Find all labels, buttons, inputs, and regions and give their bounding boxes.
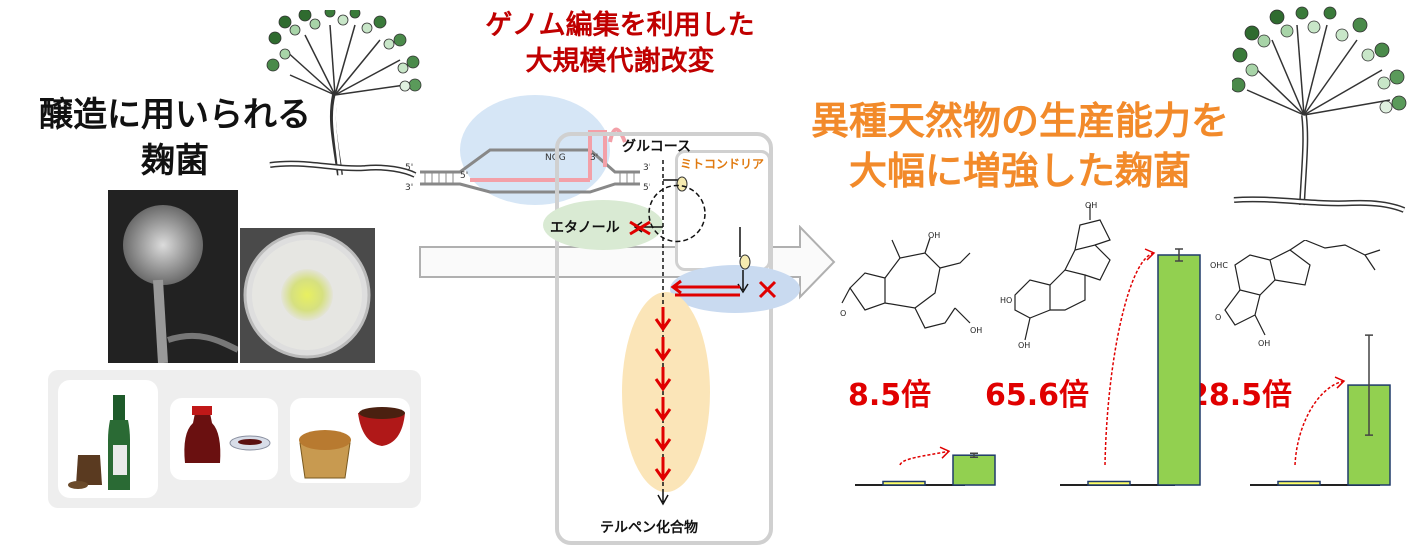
miso-tile [290,398,410,483]
right-title-line1: 異種天然物の生産能力を [810,99,1229,143]
dna-5p-right: 5' [643,183,650,193]
chart-3-error-bar [1365,334,1373,436]
fold-label-2: 65.6倍 [985,378,1090,413]
dna-3p-bottom: 3' [405,183,413,193]
middle-title: ゲノム編集を利用した 大規模代謝改変 [440,8,800,80]
glucose-label: グルコース [622,139,692,155]
chart-2-error-bar [1175,248,1183,262]
export-highlight [670,265,800,313]
molecule-structure-2: OH HO OH [1000,201,1111,350]
mitochondria-label: ミトコンドリア [680,157,765,171]
ethanol-label: エタノール [550,220,620,236]
svg-text:OH: OH [1258,339,1270,348]
right-title: 異種天然物の生産能力を 大幅に増強した麹菌 [780,96,1260,196]
sake-bottle-icon [68,395,130,490]
chart-1-arrowhead [939,446,951,459]
svg-text:HO: HO [1000,296,1012,305]
chart-2-arrowhead [1144,248,1156,261]
aspergillus-illustration-left [266,10,422,178]
aspergillus-illustration-right [1232,6,1407,213]
chart-1-increase-arrow [899,450,950,466]
dna-5p-top: 5' [405,163,413,173]
chart-1-bar-engineered [952,454,996,486]
chart-3-arrowhead [1334,376,1346,389]
left-title-line1: 醸造に用いられる [39,95,311,135]
terpene-label: テルペン化合物 [600,520,698,536]
transition-arrow [419,225,836,300]
dna-3p-right: 3' [643,163,650,173]
petri-dish-photo [240,228,375,363]
fold-label-1: 8.5倍 [848,378,932,413]
svg-text:O: O [1215,313,1221,322]
svg-text:OH: OH [970,326,982,335]
miso-icon [299,407,405,479]
crispr-dna-diagram: 5' 3' 5' NGG 3' 3' 5' [405,127,650,194]
svg-text:OH: OH [928,231,940,240]
chart-2-bar-control [1087,480,1131,486]
soy-sauce-icon [184,406,271,463]
fermented-products-panel [48,370,421,508]
dna-3p-inner: 3' [590,153,598,163]
metabolic-pathway-box [555,132,773,545]
chart-3-increase-arrow [1294,380,1345,466]
soy-sauce-tile [170,398,278,480]
molecule-structure-1: OH O OH [840,231,982,335]
chart-1-error-bar [970,452,978,458]
svg-text:OHC: OHC [1210,261,1228,270]
svg-text:OH: OH [1018,341,1030,350]
middle-title-line2: 大規模代謝改変 [525,46,715,77]
middle-title-line1: ゲノム編集を利用した [485,10,755,41]
chart-3-bar-control [1277,480,1321,486]
fold-change-bar-charts [855,248,1391,486]
pathway-arrows [629,160,777,506]
chart-2-increase-arrow [1104,252,1155,466]
left-title-line2: 麹菌 [141,141,209,181]
chart-1-bar-control [882,480,926,486]
conidiophore-sem-photo [108,190,238,363]
fold-label-3: 28.5倍 [1188,378,1293,413]
svg-text:OH: OH [1085,201,1097,210]
sake-tile [58,380,158,498]
left-title: 醸造に用いられる 麹菌 [20,92,330,184]
svg-text:O: O [840,309,846,318]
right-title-line2: 大幅に増強した麹菌 [848,149,1191,193]
molecule-structure-3: OHC O OH [1210,240,1381,348]
dna-5p-inner: 5' [460,171,468,181]
chart-2-bar-engineered [1157,254,1201,486]
